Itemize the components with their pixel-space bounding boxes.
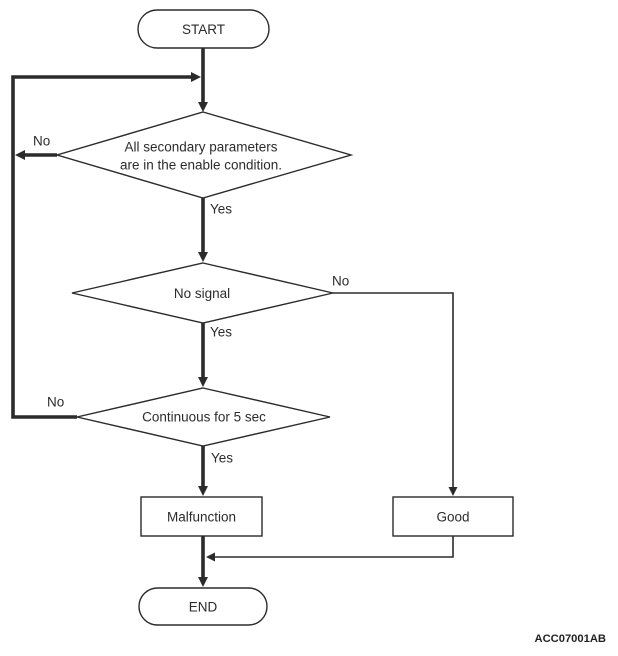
node-start: START [137, 9, 270, 49]
no-signal-label: No signal [174, 286, 230, 301]
continuous-label: Continuous for 5 sec [142, 410, 266, 425]
arrowhead-into-malfunction [198, 486, 208, 496]
check-enable-yes-label: Yes [210, 202, 232, 217]
edge-labels: No Yes No Yes No Yes [33, 134, 349, 466]
node-end: END [138, 587, 268, 626]
end-label: END [189, 600, 218, 615]
arrowhead-good-junction [206, 552, 215, 562]
check-enable-diamond-shape [54, 111, 354, 199]
arrowhead-into-end [198, 577, 208, 587]
node-check-enable: All secondary parameters are in the enab… [54, 111, 354, 199]
edge-loopback [11, 75, 192, 419]
node-continuous: Continuous for 5 sec [76, 387, 331, 447]
arrowhead-into-check-enable [198, 102, 208, 112]
malfunction-label: Malfunction [167, 510, 236, 525]
check-enable-label-line1: All secondary parameters [124, 140, 277, 155]
no-signal-yes-label: Yes [210, 325, 232, 340]
arrowhead-into-continuous [198, 377, 208, 387]
malfunction-process-shape [140, 496, 263, 537]
arrowhead-loopback-join [191, 72, 201, 82]
good-process-shape [392, 496, 514, 537]
check-enable-no-label: No [33, 134, 50, 149]
continuous-no-label: No [47, 395, 64, 410]
start-label: START [182, 22, 225, 37]
arrowhead-into-no-signal [198, 252, 208, 262]
continuous-yes-label: Yes [211, 451, 233, 466]
node-good: Good [392, 496, 514, 537]
edges [11, 48, 458, 587]
node-no-signal: No signal [71, 262, 334, 324]
no-signal-diamond-shape [71, 262, 334, 324]
continuous-diamond-shape [76, 387, 331, 447]
start-terminator-shape [137, 9, 270, 49]
check-enable-label-line2: are in the enable condition. [120, 158, 282, 173]
edge-no-signal-no [333, 292, 454, 488]
arrowhead-check-enable-no [15, 150, 25, 160]
edge-good-to-junction [214, 536, 454, 558]
end-terminator-shape [138, 587, 268, 626]
figure-id-label: ACC07001AB [534, 633, 606, 645]
good-label: Good [436, 510, 469, 525]
arrowhead-into-good [448, 487, 458, 496]
node-malfunction: Malfunction [140, 496, 263, 537]
no-signal-no-label: No [332, 274, 349, 289]
